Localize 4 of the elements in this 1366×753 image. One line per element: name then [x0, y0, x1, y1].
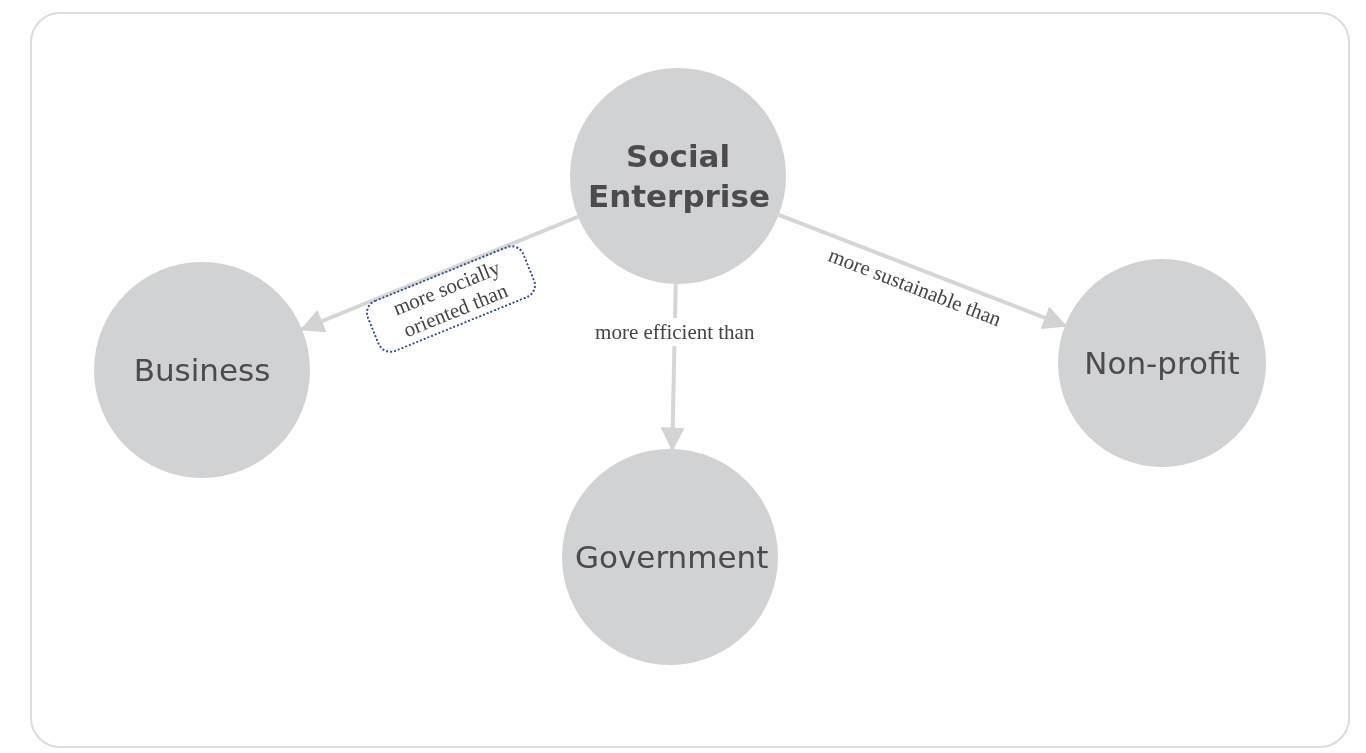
arrow [299, 214, 579, 333]
node-label: Business [133, 350, 271, 390]
node-label: Non-profit [1084, 343, 1240, 383]
node-label: Social Enterprise [588, 136, 768, 216]
